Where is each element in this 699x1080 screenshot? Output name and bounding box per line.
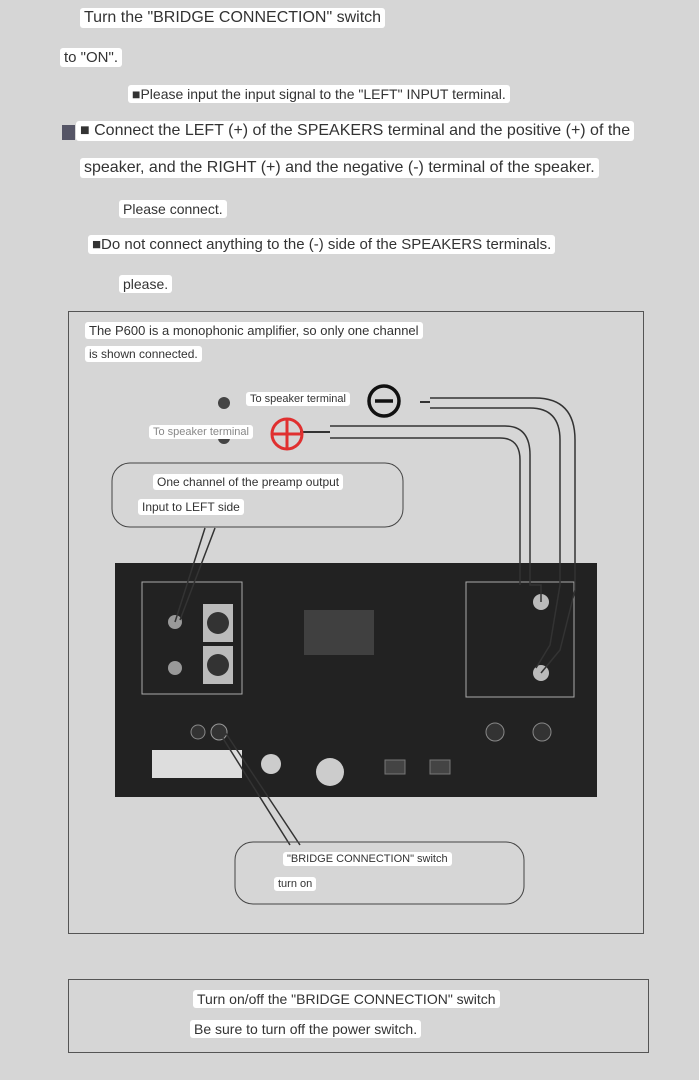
callout-text: One channel of the preamp output: [153, 474, 344, 490]
speaker-neg-label: To speaker terminal: [246, 392, 350, 406]
diagram-note: The P600 is a monophonic amplifier, so o…: [85, 322, 423, 339]
instruction-text: Please connect.: [119, 200, 227, 218]
footer-text: Be sure to turn off the power switch.: [190, 1020, 422, 1038]
input-section: [141, 581, 243, 695]
minus-terminal-icon: [367, 384, 401, 418]
speaker-pos-label: To speaker terminal: [149, 425, 253, 439]
instruction-text: please.: [119, 275, 173, 293]
right-input-jack: [168, 661, 182, 675]
instruction-text: ■Do not connect anything to the (-) side…: [88, 235, 556, 254]
bullet-icon: [62, 125, 75, 140]
callout-text: "BRIDGE CONNECTION" switch: [283, 852, 452, 866]
power-knob: [316, 758, 344, 786]
callout-text: Input to LEFT side: [138, 499, 244, 515]
diagram-note: is shown connected.: [85, 346, 202, 362]
callout-text: turn on: [274, 877, 317, 891]
switch-callout: [234, 841, 525, 905]
instruction-text: speaker, and the RIGHT (+) and the negat…: [80, 158, 599, 178]
input-callout: [111, 462, 404, 528]
instruction-text: ■ Connect the LEFT (+) of the SPEAKERS t…: [76, 121, 635, 141]
instruction-text: to "ON".: [60, 48, 122, 67]
diagram-frame: [68, 311, 644, 934]
instruction-text: Turn the "BRIDGE CONNECTION" switch: [80, 8, 386, 28]
instruction-text: ■Please input the input signal to the "L…: [128, 85, 510, 103]
footer-box: [68, 979, 649, 1053]
footer-text: Turn on/off the "BRIDGE CONNECTION" swit…: [193, 990, 500, 1008]
